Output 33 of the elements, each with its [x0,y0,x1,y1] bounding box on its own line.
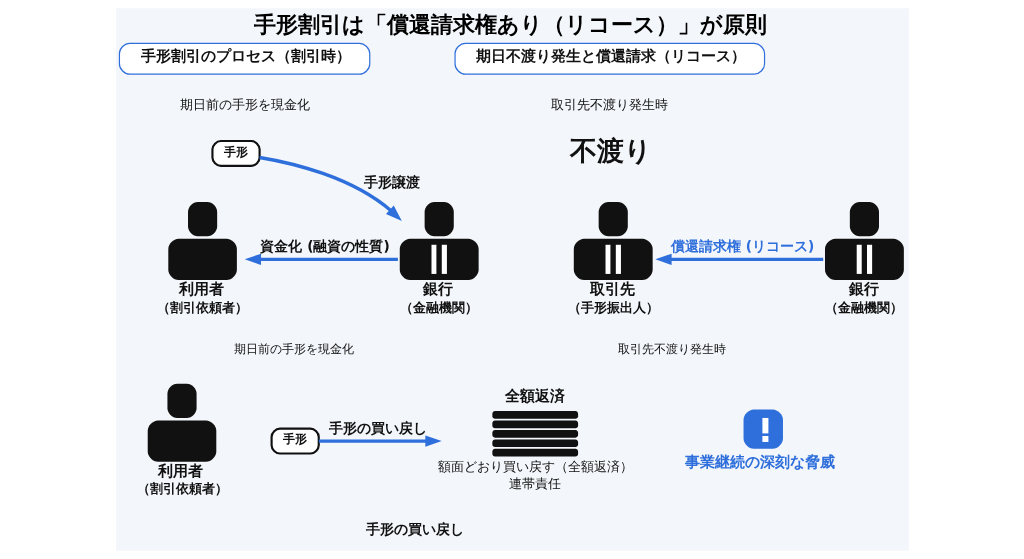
node-label: （割引依頼者） [136,481,228,497]
arrow [258,155,402,221]
arrow [318,435,442,447]
edge-label: 手形の買い戻し [328,420,427,437]
edge-label: 手形譲渡 [363,174,420,191]
label: 手形の買い戻し [365,521,464,538]
node-box: 手形割引のプロセス（割引時） [118,42,370,75]
node-label: （手形振出人） [567,299,659,315]
node-label: （金融機関） [399,299,478,315]
node-label: 銀行 [848,279,879,298]
diagram-title: 手形割引は「償還請求権あり（リコース）」が原則 [253,11,767,37]
edge-label: 資金化 (融資の性質) [259,238,390,255]
node-label: 利用者 [157,461,203,480]
label: 取引先不渡り発生時 [551,96,669,112]
label: 不渡り [569,134,652,166]
node-box: 手形 [210,140,261,167]
node-label: （割引依頼者） [156,299,248,315]
node-label: （金融機関） [824,299,903,315]
label: 期日前の手形を現金化 [233,342,354,357]
node-label: 全額返済 [504,387,565,405]
arrow [244,253,398,266]
node-label: 取引先 [589,279,635,298]
node-label: 銀行 [422,279,453,298]
node-box: 期日不渡り発生と償還請求（リコース） [453,42,765,75]
label: 取引先不渡り発生時 [617,342,726,357]
label: 事業継続の深刻な脅威 [684,453,835,472]
arrow [654,253,823,266]
node-label: 連帯責任 [508,476,561,492]
edge-label: 償還請求権 (リコース) [670,238,814,255]
node-label: 利用者 [178,279,224,298]
node-label: 額面どおり買い戻す（全額返済） [437,459,633,475]
label: 期日前の手形を現金化 [179,96,310,112]
node-box: 手形 [270,427,320,455]
